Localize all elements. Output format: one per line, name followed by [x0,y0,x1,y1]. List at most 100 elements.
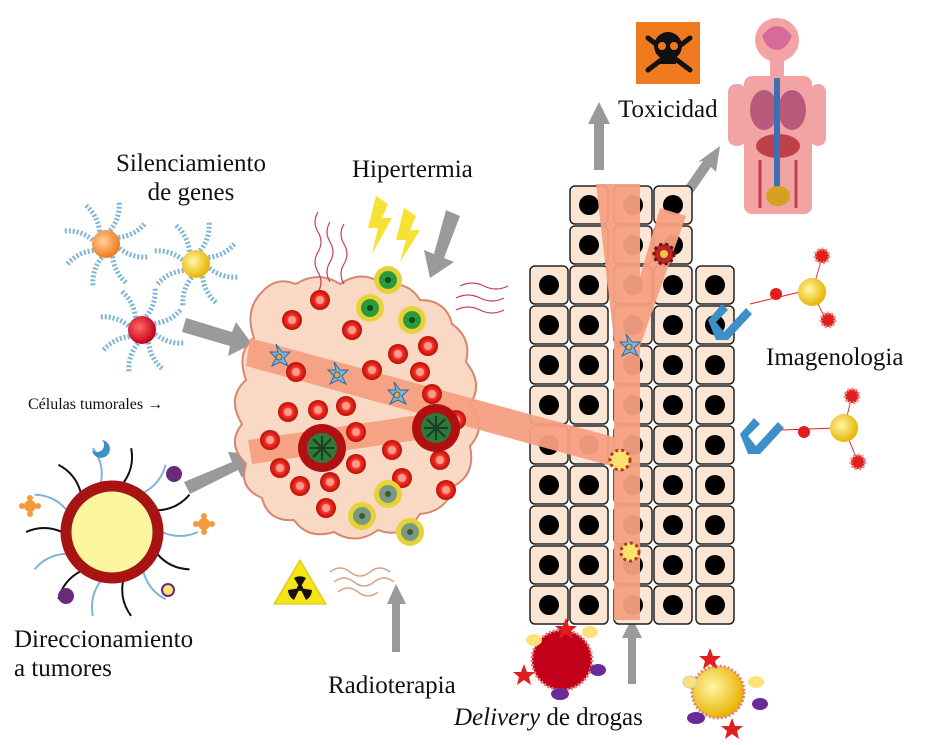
tissue-cell [654,586,692,624]
antibody-probe [740,389,865,469]
tissue-cell [696,506,734,544]
tissue-cell [530,346,568,384]
label-toxicidad: Toxicidad [618,96,718,125]
label-celulas-tumorales: Células tumorales → [28,396,163,414]
label-radioterapia: Radioterapia [328,672,456,701]
red-blood-cell [336,396,356,416]
sirna-nanoparticle [64,202,148,286]
label-delivery: Delivery de drogas [454,704,643,733]
tissue-cell [654,546,692,584]
tumor-cell [298,424,346,472]
gene-silencing-nanoparticles [64,202,238,372]
radio-particle [396,518,424,546]
red-blood-cell [286,362,306,382]
ligand-tether [157,495,189,511]
gold-nanoshell [398,306,426,334]
label-hipertermia: Hipertermia [352,156,473,185]
red-blood-cell [410,362,430,382]
tissue-cell [530,506,568,544]
tissue-cell [530,466,568,504]
tissue-cell [530,266,568,304]
label-imagenologia: Imagenologia [766,344,903,373]
ligand-tether [58,465,80,493]
drug-particle [610,450,630,470]
ligand-tether [26,528,62,532]
flower-ligand [19,495,41,517]
label-silenciamiento-line2: de genes [96,179,286,208]
tissue-cell [696,466,734,504]
tissue-cell [696,266,734,304]
tissue-cell [570,546,608,584]
drug-particle [654,244,674,264]
label-silenciamiento-line1: Silenciamiento [96,150,286,179]
drug-carrier-red [513,618,606,700]
ligand-tether [162,532,198,536]
tissue-cell [570,266,608,304]
label-direccionamiento-line1: Direccionamiento [14,626,193,655]
red-blood-cell [260,430,280,450]
targeting-core [66,486,158,578]
sirna-nanoparticle [100,288,184,372]
tissue-cell [696,346,734,384]
tissue-cell [654,306,692,344]
tissue-cell [570,586,608,624]
tissue-cell [654,346,692,384]
red-blood-cell [270,458,290,478]
label-direccionamiento-line2: a tumores [14,655,193,684]
tissue-cell [654,506,692,544]
tissue-cell [570,466,608,504]
tissue-cell [570,506,608,544]
antibody-icon [740,418,784,454]
ligand-tether [122,581,131,616]
red-blood-cell [362,360,382,380]
arrow-toxicity-up [588,102,610,170]
ligand-tether [92,581,101,616]
radio-particle [348,502,376,530]
red-blood-cell [436,480,456,500]
tissue-cell [570,386,608,424]
gold-nanoshell [374,266,402,294]
red-blood-cell [418,336,438,356]
red-blood-cell [382,440,402,460]
tissue-cell [654,466,692,504]
moon-ligand [92,440,110,458]
ligand-tether [157,554,189,570]
red-blood-cell [320,472,340,492]
ligand-tether [123,448,132,483]
tumor-cell [412,404,460,452]
tissue-cell [654,426,692,464]
label-delivery-rest: de drogas [540,704,643,731]
drug-particle [621,543,639,561]
red-blood-cell [422,384,442,404]
red-blood-cell [278,402,298,422]
tissue-cell [530,306,568,344]
gold-nanoshell [356,294,384,322]
tissue-cell [530,586,568,624]
red-blood-cell [308,400,328,420]
label-delivery-italic: Delivery [454,704,540,731]
purple-ligand [166,466,182,482]
radiation-waves [330,568,394,596]
red-blood-cell [346,422,366,442]
ligand-tether [143,571,165,599]
ligand-tether [143,465,165,493]
red-blood-cell [282,310,302,330]
label-silenciamiento: Silenciamiento de genes [96,150,286,208]
red-blood-cell [430,450,450,470]
sirna-nanoparticle [154,222,238,306]
lightning-icon [368,196,420,262]
skull-crossbones-icon [636,22,700,84]
targeting-nanoparticle [19,440,215,616]
radiation-hazard-icon [274,560,326,604]
tissue-cell [696,426,734,464]
arrow-delivery [622,618,642,684]
arrow-gene-silencing [182,318,252,356]
red-blood-cell [316,498,336,518]
tissue-cell [696,546,734,584]
tissue-cell [696,386,734,424]
red-blood-cell [310,290,330,310]
red-blood-cell [388,344,408,364]
tissue-cell [654,386,692,424]
purple-ligand [58,588,74,604]
